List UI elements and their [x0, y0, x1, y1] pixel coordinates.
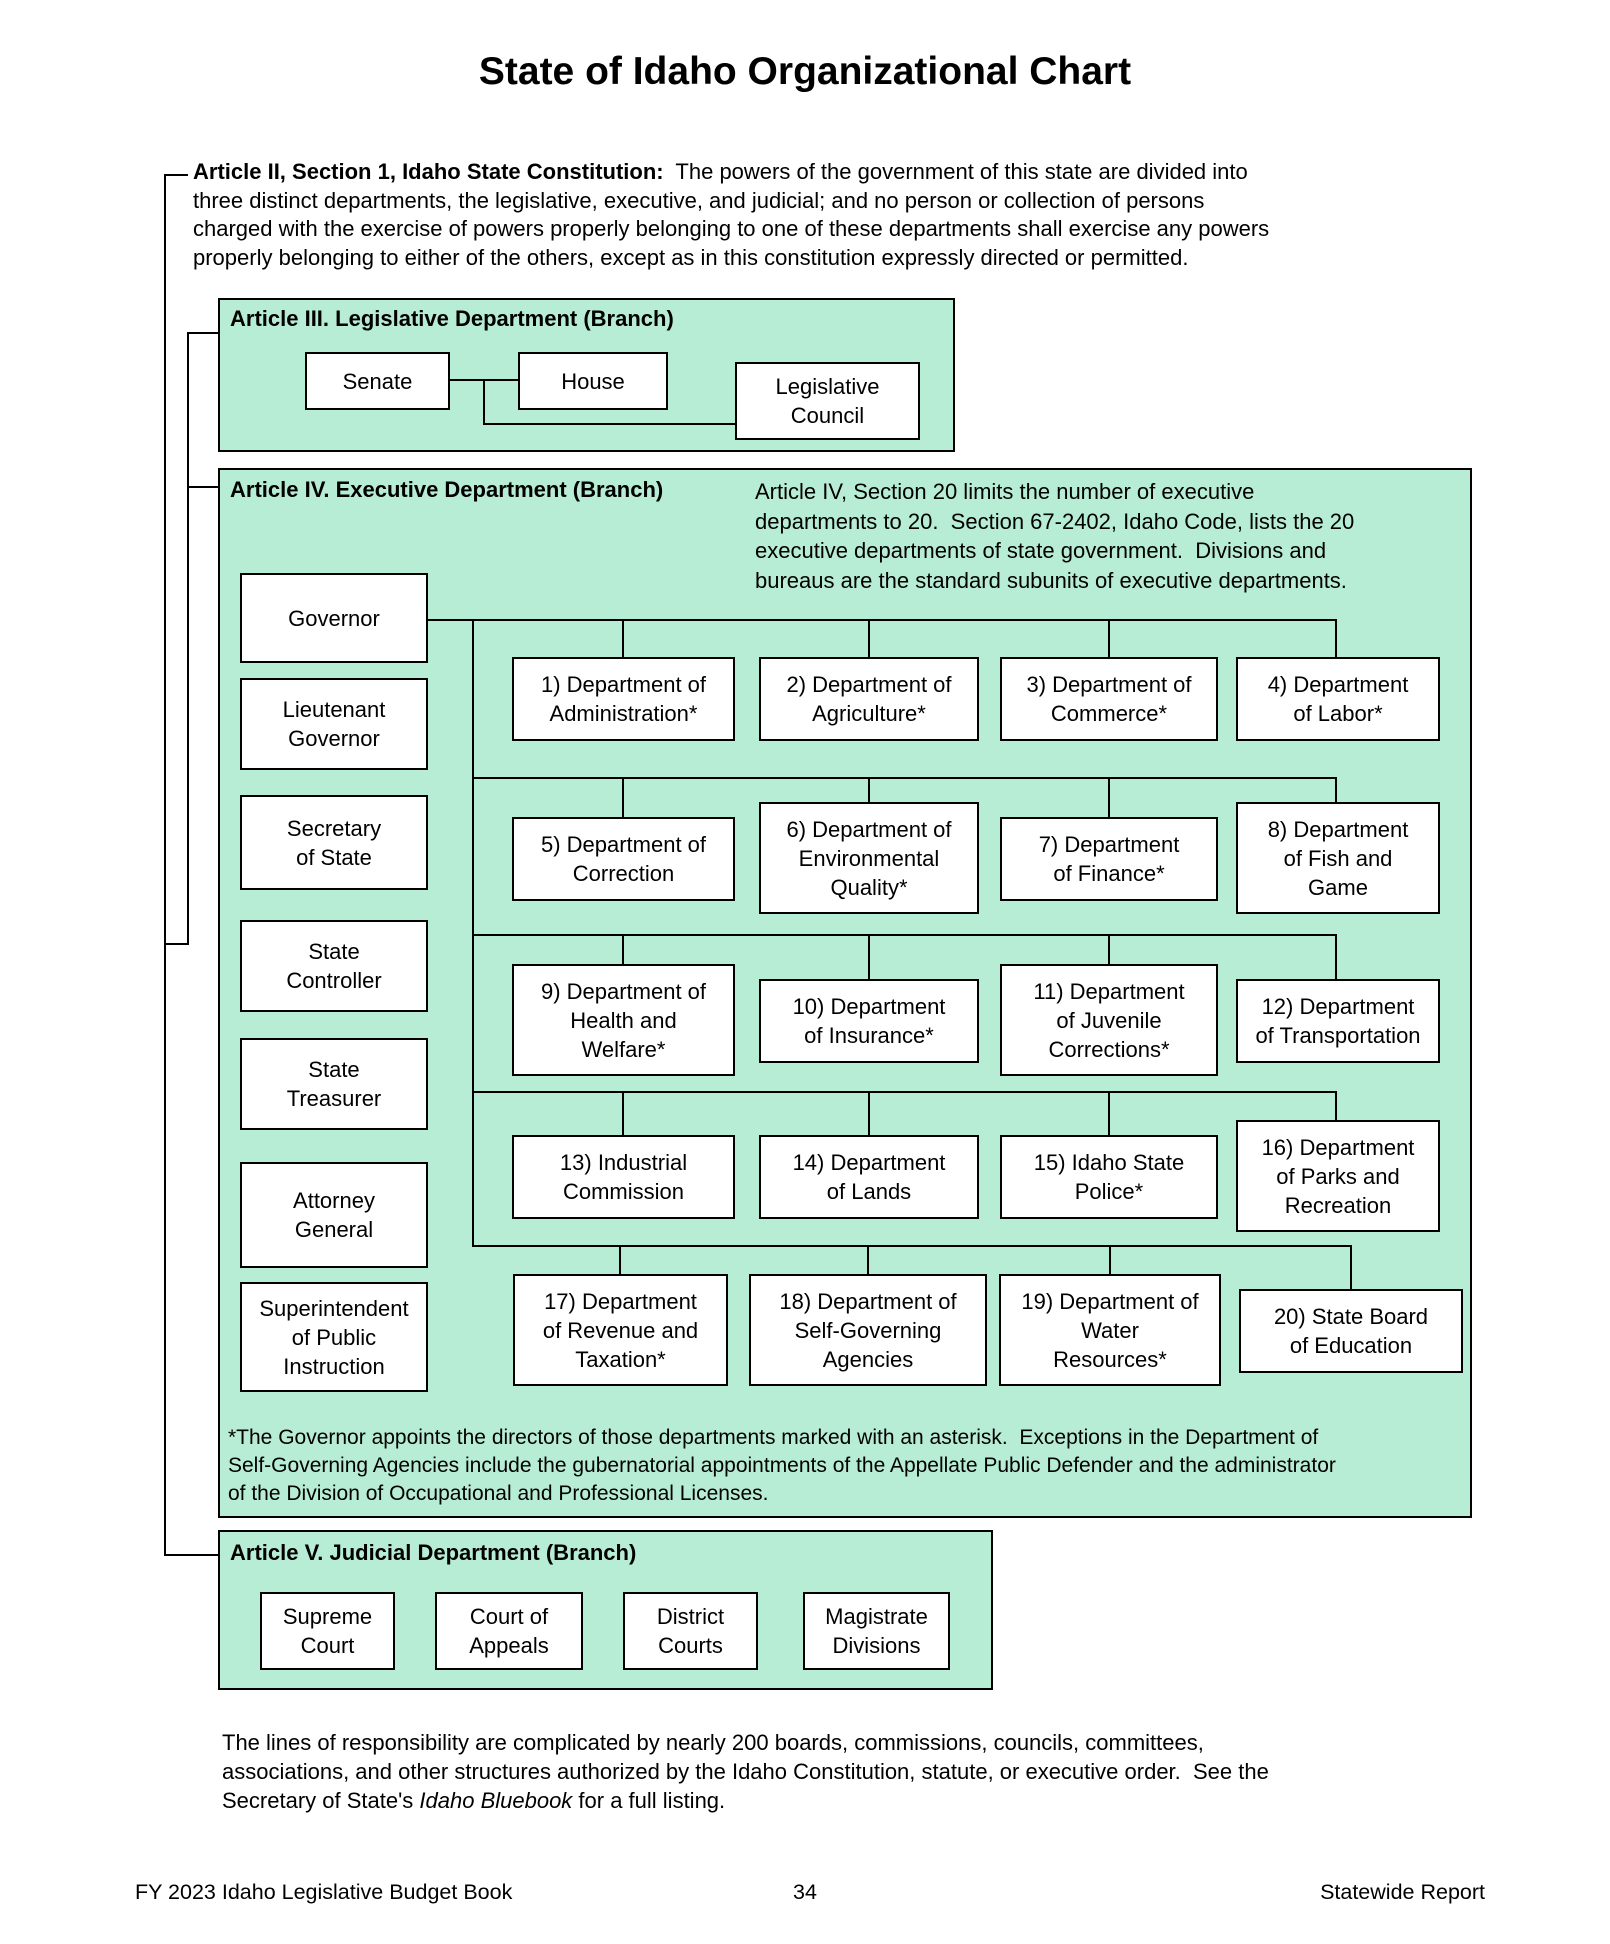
- dept-box-8-fish-and-game: 8) Department of Fish and Game: [1236, 802, 1440, 914]
- dept-box-6-environmental-quality: 6) Department of Environmental Quality*: [759, 802, 979, 914]
- closing-paragraph-italic: Idaho Bluebook: [419, 1788, 573, 1813]
- bracket-tick-judicial: [164, 1554, 220, 1556]
- footer-right: Statewide Report: [1320, 1880, 1485, 1904]
- dept-box-1-administration: 1) Department of Administration*: [512, 657, 735, 741]
- official-box-superintendent: Superintendent of Public Instruction: [240, 1282, 428, 1392]
- official-box-lieutenant-governor: Lieutenant Governor: [240, 678, 428, 770]
- supreme-court-box: Supreme Court: [260, 1592, 395, 1670]
- dept-box-16-parks-recreation: 16) Department of Parks and Recreation: [1236, 1120, 1440, 1232]
- bracket-tick-legislative: [187, 332, 219, 334]
- drop-dept-3: [1108, 619, 1110, 659]
- legislative-panel-header: Article III. Legislative Department (Bra…: [230, 306, 674, 331]
- dept-box-2-agriculture: 2) Department of Agriculture*: [759, 657, 979, 741]
- closing-paragraph-part1: The lines of responsibility are complica…: [222, 1730, 1269, 1813]
- dept-box-13-industrial-commission: 13) Industrial Commission: [512, 1135, 735, 1219]
- dept-box-19-water-resources: 19) Department of Water Resources*: [999, 1274, 1221, 1386]
- official-box-governor: Governor: [240, 573, 428, 663]
- footer-page-number: 34: [793, 1880, 817, 1904]
- executive-panel-note: Article IV, Section 20 limits the number…: [755, 479, 1355, 593]
- dept-box-20-state-board-education: 20) State Board of Education: [1239, 1289, 1463, 1373]
- drop-dept-10: [868, 934, 870, 981]
- dept-box-7-finance: 7) Department of Finance*: [1000, 817, 1218, 901]
- drop-dept-8: [1335, 777, 1337, 804]
- dept-box-14-lands: 14) Department of Lands: [759, 1135, 979, 1219]
- dept-box-12-transportation: 12) Department of Transportation: [1236, 979, 1440, 1063]
- official-box-attorney-general: Attorney General: [240, 1162, 428, 1268]
- row3-branch: [472, 934, 1337, 936]
- bracket-join: [164, 943, 189, 945]
- dept-box-9-health-welfare: 9) Department of Health and Welfare*: [512, 964, 735, 1076]
- drop-dept-9: [622, 934, 624, 966]
- drop-dept-15: [1108, 1091, 1110, 1137]
- official-box-state-treasurer: State Treasurer: [240, 1038, 428, 1130]
- governor-row1-branch: [428, 619, 1337, 621]
- drop-dept-14: [868, 1091, 870, 1137]
- bracket-line-vertical: [164, 174, 166, 1556]
- drop-dept-12: [1335, 934, 1337, 981]
- bracket-tick-top: [164, 174, 188, 176]
- dept-box-10-insurance: 10) Department of Insurance*: [759, 979, 979, 1063]
- closing-paragraph: The lines of responsibility are complica…: [222, 1728, 1582, 1815]
- legislative-council-box: Legislative Council: [735, 362, 920, 440]
- dept-box-5-correction: 5) Department of Correction: [512, 817, 735, 901]
- senate-box: Senate: [305, 352, 450, 410]
- court-of-appeals-box: Court of Appeals: [435, 1592, 583, 1670]
- dept-box-17-revenue-taxation: 17) Department of Revenue and Taxation*: [513, 1274, 728, 1386]
- drop-dept-18: [867, 1245, 869, 1276]
- constitution-paragraph-lead: Article II, Section 1, Idaho State Const…: [193, 159, 664, 184]
- dept-box-3-commerce: 3) Department of Commerce*: [1000, 657, 1218, 741]
- drop-dept-7: [1108, 777, 1110, 819]
- drop-dept-6: [868, 777, 870, 804]
- drop-dept-13: [622, 1091, 624, 1137]
- district-courts-box: District Courts: [623, 1592, 758, 1670]
- judicial-panel-header: Article V. Judicial Department (Branch): [230, 1540, 637, 1565]
- house-box: House: [518, 352, 668, 410]
- constitution-paragraph-body: The powers of the government of this sta…: [193, 159, 1270, 270]
- constitution-paragraph: Article II, Section 1, Idaho State Const…: [193, 158, 1523, 272]
- row2-branch: [472, 777, 1337, 779]
- drop-dept-5: [622, 777, 624, 819]
- official-box-secretary-of-state: Secretary of State: [240, 795, 428, 890]
- executive-footnote: *The Governor appoints the directors of …: [228, 1426, 1336, 1505]
- drop-dept-4: [1335, 619, 1337, 659]
- magistrate-divisions-box: Magistrate Divisions: [803, 1592, 950, 1670]
- branch-bracket-vertical: [187, 332, 189, 945]
- executive-trunk: [472, 619, 474, 1247]
- executive-panel-header: Article IV. Executive Department (Branch…: [230, 477, 664, 502]
- dept-box-4-labor: 4) Department of Labor*: [1236, 657, 1440, 741]
- bracket-tick-executive: [187, 486, 219, 488]
- page-title: State of Idaho Organizational Chart: [478, 50, 1132, 93]
- drop-dept-16: [1335, 1091, 1337, 1122]
- drop-dept-19: [1109, 1245, 1111, 1276]
- dept-box-15-state-police: 15) Idaho State Police*: [1000, 1135, 1218, 1219]
- drop-dept-20: [1350, 1245, 1352, 1291]
- row5-branch: [472, 1245, 1352, 1247]
- dept-box-11-juvenile-corrections: 11) Department of Juvenile Corrections*: [1000, 964, 1218, 1076]
- footer-left: FY 2023 Idaho Legislative Budget Book: [135, 1880, 513, 1904]
- row4-branch: [472, 1091, 1337, 1093]
- closing-paragraph-part2: for a full listing.: [572, 1788, 726, 1813]
- drop-dept-17: [619, 1245, 621, 1276]
- legislative-council-drop: [483, 379, 485, 425]
- drop-dept-1: [622, 619, 624, 659]
- drop-dept-2: [868, 619, 870, 659]
- legislative-council-connector: [483, 423, 735, 425]
- dept-box-18-self-governing: 18) Department of Self-Governing Agencie…: [749, 1274, 987, 1386]
- drop-dept-11: [1108, 934, 1110, 966]
- official-box-state-controller: State Controller: [240, 920, 428, 1012]
